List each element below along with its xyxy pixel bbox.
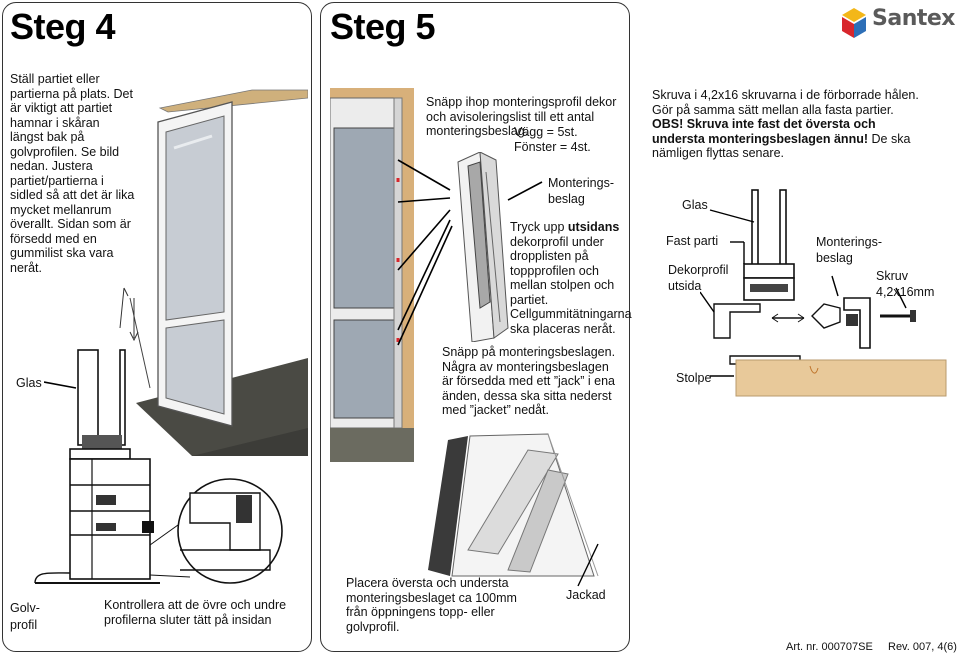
push-text-pre: Tryck upp <box>510 220 568 234</box>
step5-snap2-text: Snäpp på monteringsbeslagen. Några av mo… <box>442 345 616 417</box>
step4-title: Steg 4 <box>10 6 116 47</box>
mounting-bracket-illustration <box>457 152 509 342</box>
santex-logo-icon <box>842 8 866 38</box>
push-text-post: dekorprofil under dropplisten på topppro… <box>510 234 632 336</box>
step4-instructions: Ställ partiet eller partierna på plats. … <box>10 72 135 275</box>
footer-art-nr: Art. nr. 000707SE <box>786 641 873 653</box>
bracket-pointer-line <box>507 181 543 201</box>
step5-leader-lines <box>397 159 453 346</box>
wall-window-illustration <box>330 88 414 462</box>
glas-leader-line <box>44 381 77 389</box>
step5-monteringsbeslag-label: Monterings- beslag <box>548 176 614 206</box>
step6-fast-parti-label: Fast parti <box>666 234 719 248</box>
step5-bottom-text: Placera översta och understa monteringsb… <box>346 576 517 634</box>
step5-jackad-label: Jackad <box>566 588 606 602</box>
step6-obs-text: OBS! Skruva inte fast det översta och un… <box>652 117 922 161</box>
floor-profile-cross-section <box>34 349 283 584</box>
step6-skruv-label: Skruv 4,2x16mm <box>876 269 935 299</box>
step4-bottom-note: Kontrollera att de övre och undre profil… <box>104 598 287 627</box>
jackad-leader-line <box>577 543 599 587</box>
step5-count-wall: Vägg = 5st. <box>514 125 578 139</box>
step6-dekorprofil-label: Dekorprofil utsida <box>668 263 729 293</box>
push-text-bold: utsidans <box>567 220 620 234</box>
step4-golvprofil-label: Golv- profil <box>10 601 40 632</box>
obs-post: De ska nämligen flyttas senare. <box>652 131 911 161</box>
step5-push-text: Tryck upp utsidans dekorprofil under dro… <box>510 220 632 336</box>
obs-bold: OBS! Skruva inte fast det översta och un… <box>652 117 876 146</box>
step6-glas-label: Glas <box>682 198 708 212</box>
step5-snap-text: Snäpp ihop monteringsprofil dekor och av… <box>426 95 617 138</box>
bracket-closeup-illustration <box>428 433 599 577</box>
sliding-window-illustration <box>119 89 308 456</box>
step5-count-window: Fönster = 4st. <box>514 140 591 154</box>
footer-rev: Rev. 007, 4(6) <box>888 641 957 653</box>
step6-screw-text: Skruva i 4,2x16 skruvarna i de förborrad… <box>652 88 919 117</box>
post-mounting-cross-section <box>700 189 947 397</box>
step6-stolpe-label: Stolpe <box>676 371 712 385</box>
step4-glas-label: Glas <box>16 376 42 390</box>
step6-monteringsbeslag-label: Monterings- beslag <box>816 235 882 265</box>
step5-title: Steg 5 <box>330 6 436 47</box>
santex-logo-text: Santex <box>872 6 955 31</box>
